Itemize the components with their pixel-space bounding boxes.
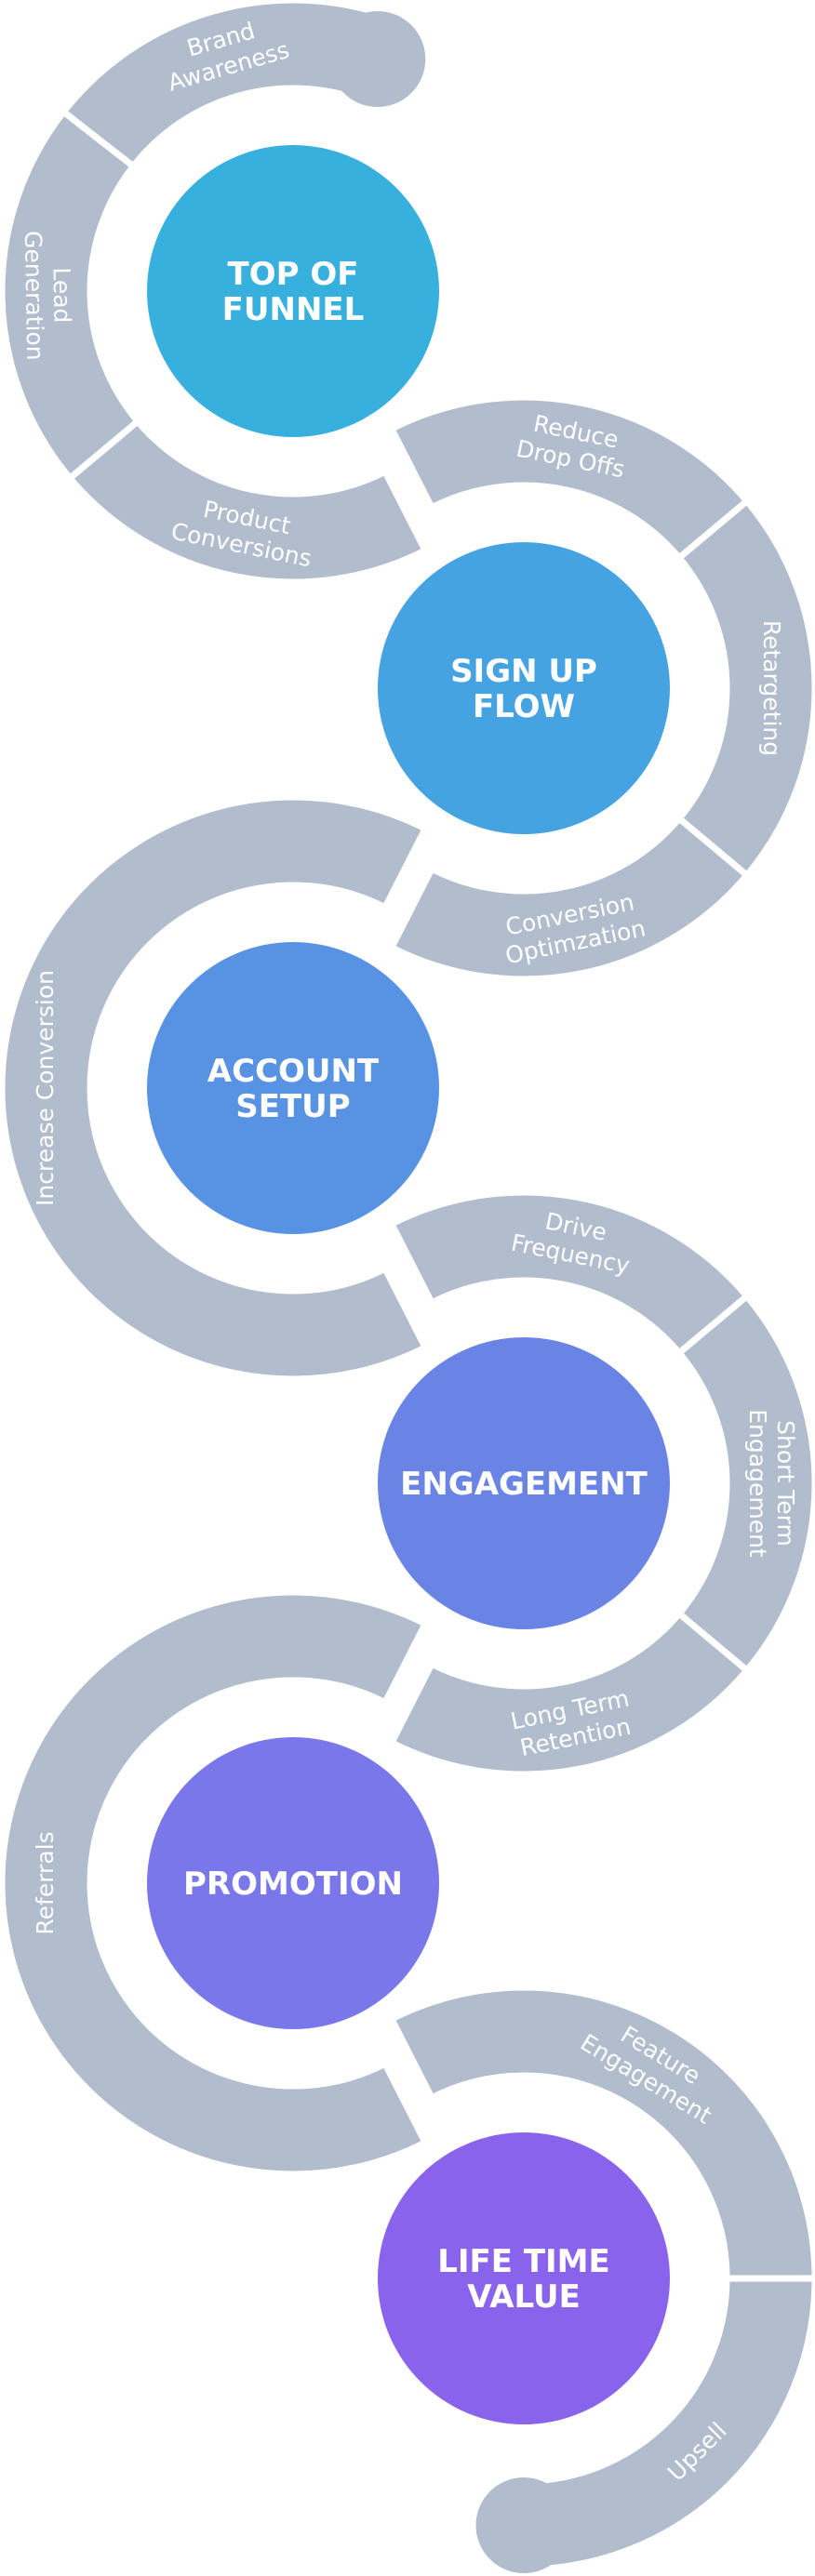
- stage-circle: [378, 1337, 670, 1629]
- ring-segment: [387, 1609, 752, 1778]
- ring-segment: [0, 107, 142, 484]
- stage-title: PROMOTION: [183, 1866, 403, 1903]
- ring-segment: [387, 814, 752, 983]
- stage-5-node: PROMOTION: [132, 1722, 454, 2044]
- stage-title: LIFE TIME: [437, 2243, 610, 2280]
- stage-ring-2: [387, 393, 815, 983]
- stage-title: SIGN UP: [450, 653, 597, 690]
- ring-segment: [675, 496, 815, 881]
- ring-segment: [387, 1188, 752, 1358]
- ring-segment: [0, 1588, 430, 2178]
- ring-segment: [0, 793, 430, 1383]
- segment-label: Short Term: [772, 1420, 799, 1547]
- segment-label: Engagement: [744, 1409, 771, 1558]
- stage-ring-1: [0, 0, 430, 586]
- stage-ring-3: [0, 793, 430, 1383]
- stage-title: VALUE: [467, 2278, 581, 2316]
- segment-label: Lead: [48, 267, 76, 324]
- segment-label: Generation: [20, 231, 48, 361]
- stage-ring-5: [0, 1588, 430, 2178]
- segment-label: Referrals: [32, 1831, 59, 1934]
- stage-title: ENGAGEMENT: [400, 1466, 648, 1503]
- segment-label: Retargeting: [758, 620, 785, 756]
- stage-circle: [378, 542, 670, 834]
- stage-circle: [378, 2132, 670, 2424]
- stage-title: FUNNEL: [222, 291, 365, 328]
- stage-ring-4: [387, 1188, 815, 1778]
- stage-title: FLOW: [473, 688, 575, 725]
- ring-end-cap: [329, 11, 426, 108]
- stage-title: TOP OF: [228, 256, 359, 293]
- stage-circle: [147, 145, 439, 437]
- ring-segment: [675, 1291, 815, 1676]
- stage-4-node: ENGAGEMENT: [363, 1322, 685, 1644]
- ring-end-cap: [475, 2477, 572, 2573]
- stage-circle: [147, 942, 439, 1234]
- stage-ring-6: [387, 1984, 815, 2573]
- ring-segment: [387, 1984, 815, 2282]
- segment-label: Increase Conversion: [32, 970, 59, 1206]
- ring-segment: [387, 393, 752, 563]
- stage-circle: [147, 1737, 439, 2029]
- ring-segment: [65, 417, 430, 586]
- stage-title: SETUP: [235, 1088, 350, 1125]
- stage-title: ACCOUNT: [207, 1053, 380, 1090]
